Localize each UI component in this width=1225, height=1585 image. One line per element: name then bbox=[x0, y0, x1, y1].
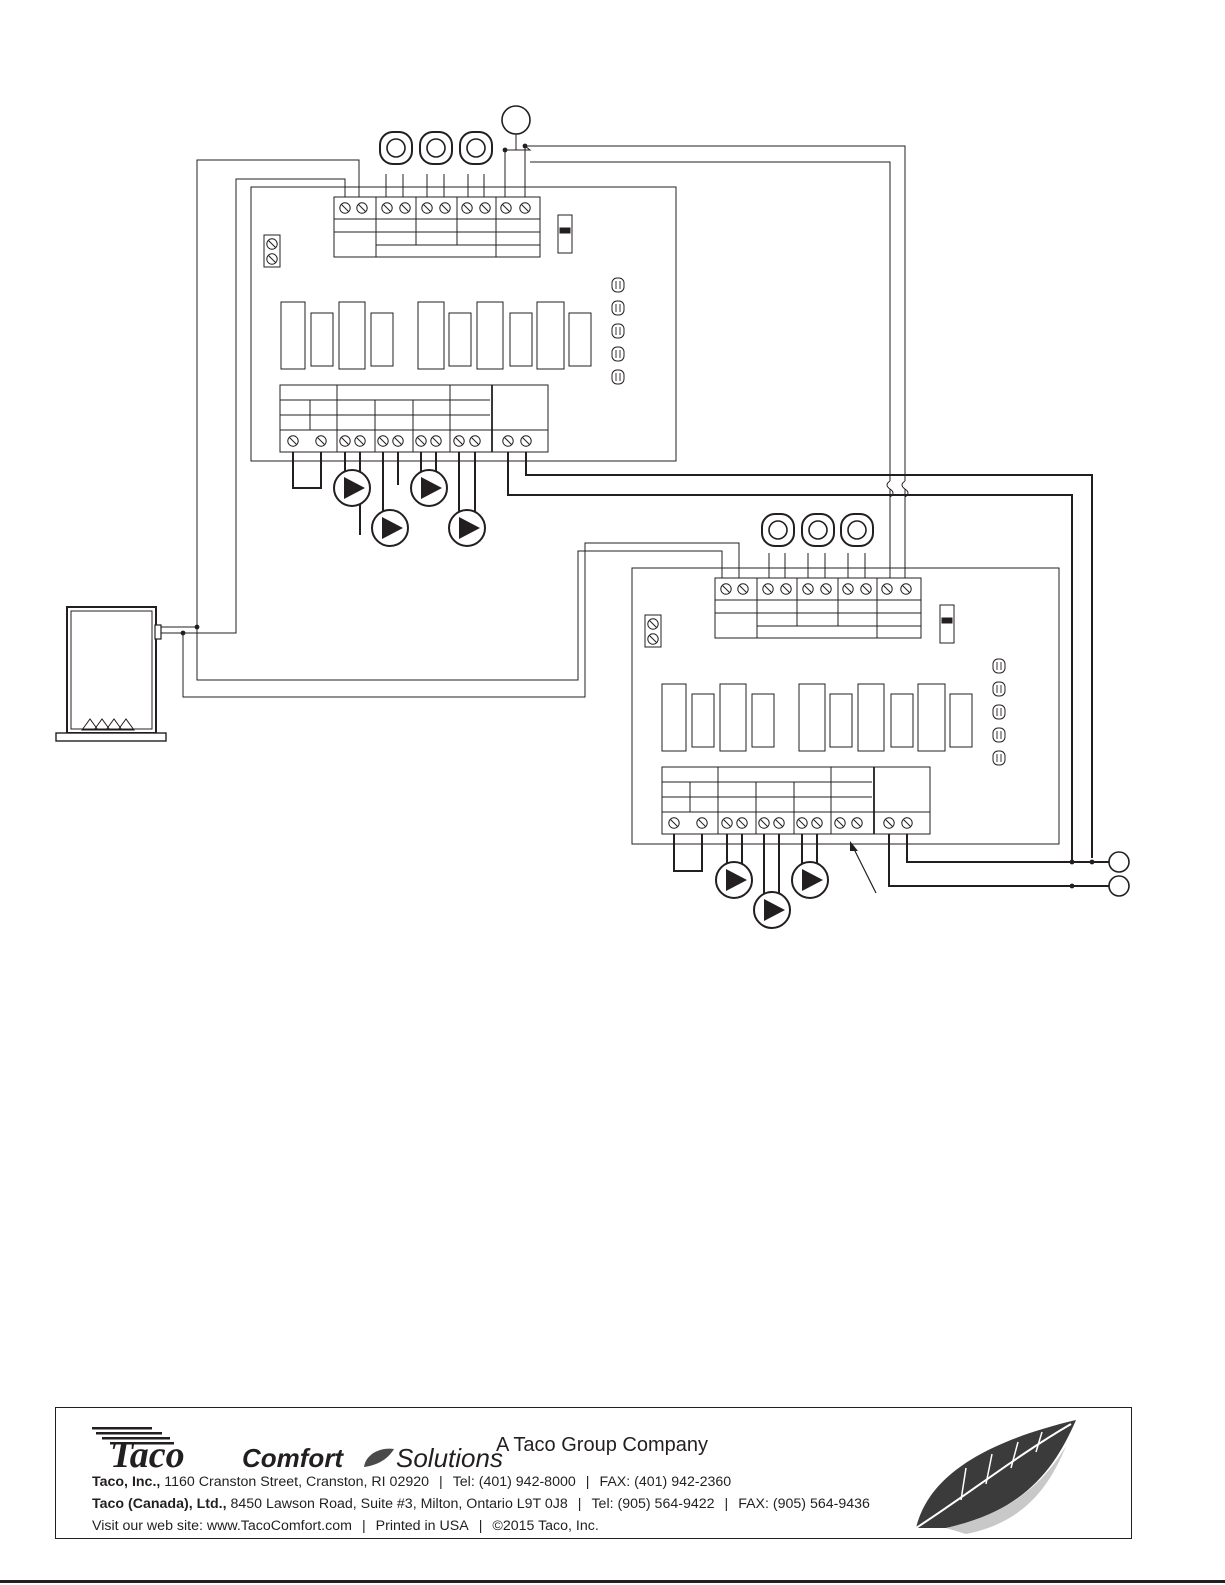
website-text: Visit our web site: www.TacoComfort.com bbox=[92, 1518, 352, 1534]
thermostats-bottom bbox=[761, 513, 874, 547]
fax-canada: FAX: (905) 564-9436 bbox=[738, 1496, 870, 1512]
brand-solutions-text: Solutions bbox=[396, 1443, 503, 1473]
address-line-canada: Taco (Canada), Ltd., 8450 Lawson Road, S… bbox=[92, 1496, 870, 1512]
wiring bbox=[161, 134, 906, 698]
printed-text: Printed in USA bbox=[375, 1518, 469, 1534]
circulator-pump-icon bbox=[371, 509, 409, 547]
brand-logo: Taco Comfort Solutions bbox=[92, 1423, 792, 1476]
pumps-top bbox=[333, 469, 486, 547]
copyright-text: ©2015 Taco, Inc. bbox=[492, 1518, 599, 1534]
address-line-us: Taco, Inc., 1160 Cranston Street, Cranst… bbox=[92, 1474, 732, 1490]
circulator-pump-icon bbox=[791, 861, 829, 899]
circulator-pump-icon bbox=[333, 469, 371, 507]
circulator-pump-icon bbox=[715, 861, 753, 899]
page-bottom-rule bbox=[0, 1580, 1225, 1583]
company-canada: Taco (Canada), Ltd., bbox=[92, 1496, 227, 1512]
fax-us: FAX: (401) 942-2360 bbox=[599, 1474, 732, 1490]
brand-logo-text: Taco bbox=[110, 1434, 185, 1473]
address-us: 1160 Cranston Street, Cranston, RI 02920 bbox=[164, 1474, 430, 1490]
control-board-top bbox=[250, 186, 677, 462]
circulator-pump-icon bbox=[753, 891, 791, 929]
thermostats-top bbox=[379, 131, 493, 165]
taco-comfort-solutions-logo: Taco Comfort Solutions bbox=[92, 1427, 503, 1476]
leaf-icon bbox=[915, 1420, 1076, 1534]
thermostat-icon bbox=[840, 513, 874, 547]
circulator-pump-icon bbox=[448, 509, 486, 547]
brand-comfort-text: Comfort bbox=[242, 1443, 344, 1473]
leaf-mark-icon bbox=[364, 1448, 394, 1467]
wire-junctions bbox=[180, 143, 1095, 889]
boiler-icon bbox=[55, 606, 167, 742]
thermostat-icon bbox=[459, 131, 493, 165]
footer-info-line: Visit our web site: www.TacoComfort.com|… bbox=[92, 1518, 599, 1534]
thermostat-icon bbox=[761, 513, 795, 547]
tagline: A Taco Group Company bbox=[496, 1434, 708, 1456]
thermostat-icon bbox=[379, 131, 413, 165]
control-board-bottom bbox=[631, 567, 1060, 845]
callout-arrow bbox=[850, 841, 877, 894]
thermostat-icon bbox=[419, 131, 453, 165]
pumps-bottom bbox=[715, 861, 829, 929]
circulator-pump-icon bbox=[410, 469, 448, 507]
outdoor-sensor-icon bbox=[501, 105, 531, 135]
wiring-diagram bbox=[55, 105, 1130, 929]
company-us: Taco, Inc., bbox=[92, 1474, 161, 1490]
tel-canada: Tel: (905) 564-9422 bbox=[591, 1496, 715, 1512]
wire-crossovers bbox=[886, 480, 909, 498]
address-canada: 8450 Lawson Road, Suite #3, Milton, Onta… bbox=[230, 1496, 568, 1512]
power-terminal-icon bbox=[1108, 851, 1130, 897]
footer-box: Taco Comfort Solutions A Taco Group Comp… bbox=[55, 1407, 1132, 1539]
thermostat-icon bbox=[801, 513, 835, 547]
tel-us: Tel: (401) 942-8000 bbox=[452, 1474, 576, 1490]
